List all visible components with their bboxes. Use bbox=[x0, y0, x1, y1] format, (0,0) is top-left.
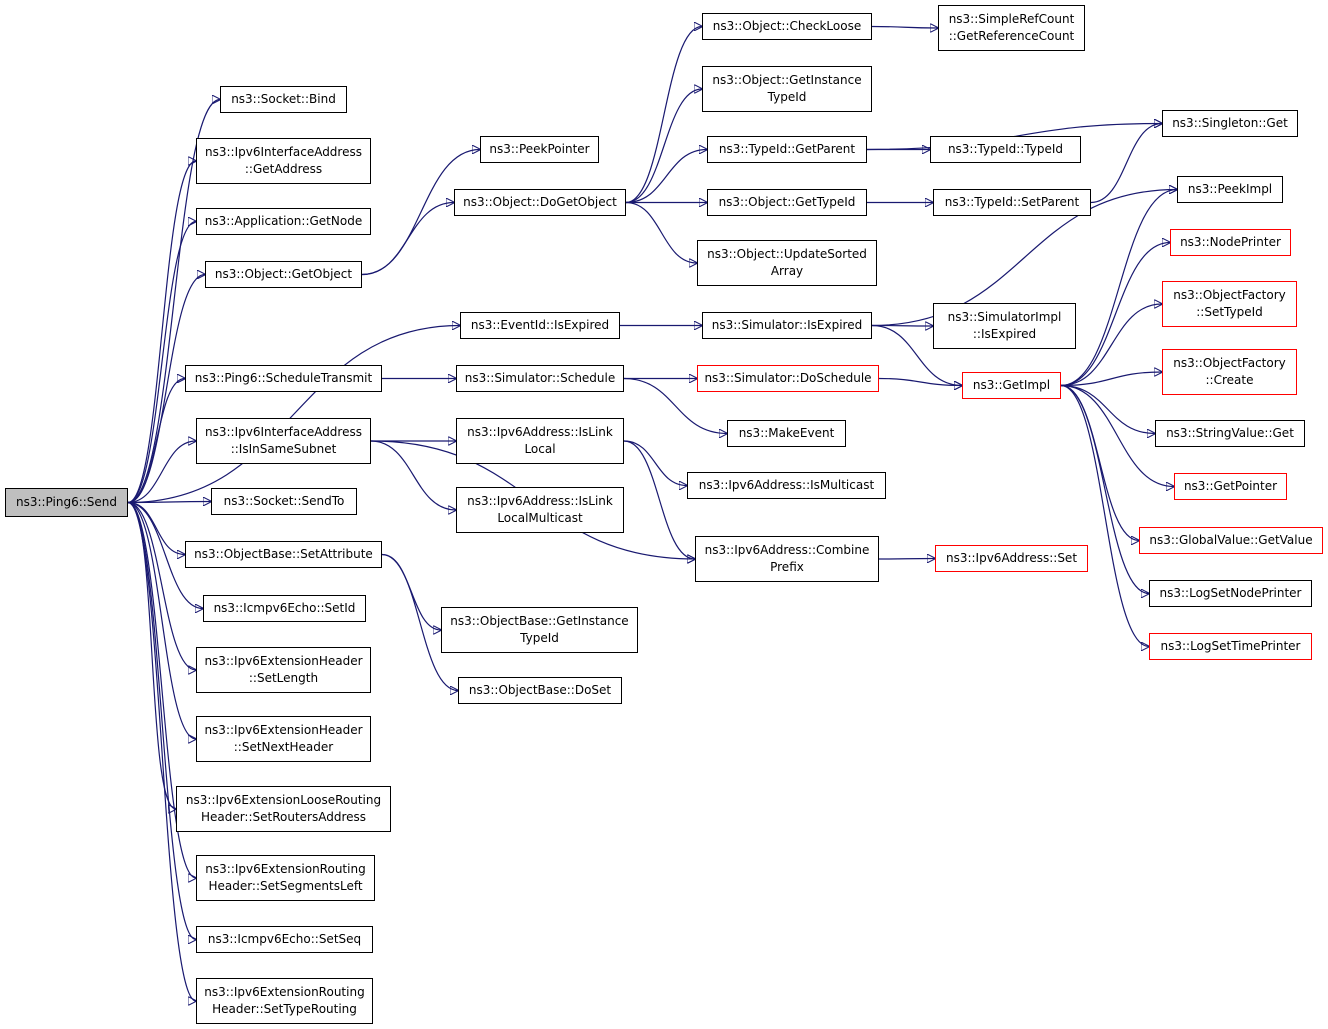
node-logsetnodeprinter[interactable]: ns3::LogSetNodePrinter bbox=[1149, 580, 1312, 607]
node-eventid-isexpired[interactable]: ns3::EventId::IsExpired bbox=[460, 312, 620, 339]
node-ipv6-extension-header-setnextheader[interactable]: ns3::Ipv6ExtensionHeader ::SetNextHeader bbox=[196, 716, 371, 762]
node-ping6-scheduletransmit[interactable]: ns3::Ping6::ScheduleTransmit bbox=[185, 365, 382, 392]
node-objectfactory-settypeid[interactable]: ns3::ObjectFactory ::SetTypeId bbox=[1162, 281, 1297, 327]
edge-typeid_setparent-to-singleton_get bbox=[1090, 124, 1162, 204]
node-typeid-getparent[interactable]: ns3::TypeId::GetParent bbox=[707, 136, 867, 163]
edge-getimpl-to-of_create bbox=[1060, 372, 1162, 387]
node-simplerefcount-getreferencecount[interactable]: ns3::SimpleRefCount ::GetReferenceCount bbox=[938, 5, 1085, 51]
edge-send-to-ext_setlength bbox=[127, 501, 196, 671]
edge-send-to-ext_setnextheader bbox=[127, 501, 196, 740]
node-application-getnode[interactable]: ns3::Application::GetNode bbox=[196, 208, 371, 235]
node-objectbase-doset[interactable]: ns3::ObjectBase::DoSet bbox=[458, 677, 622, 704]
edge-send-to-bind bbox=[127, 100, 220, 504]
edge-getimpl-to-logsettimeprinter bbox=[1060, 384, 1149, 647]
edge-getobject-to-dogetobject bbox=[361, 203, 454, 276]
node-globalvalue-getvalue[interactable]: ns3::GlobalValue::GetValue bbox=[1139, 527, 1323, 554]
node-ping6-send[interactable]: ns3::Ping6::Send bbox=[5, 488, 128, 517]
edge-getimpl-to-logsetnodeprinter bbox=[1060, 384, 1149, 594]
node-objectbase-getinstancetypeid[interactable]: ns3::ObjectBase::GetInstance TypeId bbox=[441, 607, 638, 653]
node-loose-routing-header-setroutersaddress[interactable]: ns3::Ipv6ExtensionLooseRouting Header::S… bbox=[176, 786, 391, 832]
edge-send-to-echo_setseq bbox=[127, 501, 196, 940]
node-objectfactory-create[interactable]: ns3::ObjectFactory ::Create bbox=[1162, 349, 1297, 395]
node-typeid-setparent[interactable]: ns3::TypeId::SetParent bbox=[933, 189, 1091, 216]
node-object-gettypeid[interactable]: ns3::Object::GetTypeId bbox=[707, 189, 867, 216]
node-stringvalue-get[interactable]: ns3::StringValue::Get bbox=[1155, 420, 1305, 447]
node-object-dogetobject[interactable]: ns3::Object::DoGetObject bbox=[454, 189, 626, 216]
node-object-getinstancetypeid[interactable]: ns3::Object::GetInstance TypeId bbox=[702, 66, 872, 112]
edge-send-to-scheduletransmit bbox=[127, 379, 185, 504]
node-logsettimeprinter[interactable]: ns3::LogSetTimePrinter bbox=[1149, 633, 1312, 660]
node-makeevent[interactable]: ns3::MakeEvent bbox=[727, 420, 846, 447]
node-ipv6-interface-address-getaddress[interactable]: ns3::Ipv6InterfaceAddress ::GetAddress bbox=[196, 138, 371, 184]
node-routing-header-setsegmentsleft[interactable]: ns3::Ipv6ExtensionRouting Header::SetSeg… bbox=[196, 855, 375, 901]
node-ipv6address-islinklocal[interactable]: ns3::Ipv6Address::IsLink Local bbox=[456, 418, 624, 464]
node-simulator-schedule[interactable]: ns3::Simulator::Schedule bbox=[456, 365, 624, 392]
edge-dogetobject-to-updatesortedarray bbox=[625, 201, 697, 264]
edge-dogetobject-to-obj_getinstancetypeid bbox=[625, 89, 702, 204]
edge-isinsamesubnet-to-islinklocalmulticast bbox=[370, 440, 456, 510]
edge-combineprefix-to-ipv6addr_set bbox=[878, 559, 935, 560]
node-typeid-typeid[interactable]: ns3::TypeId::TypeId bbox=[930, 136, 1081, 163]
node-ipv6-extension-header-setlength[interactable]: ns3::Ipv6ExtensionHeader ::SetLength bbox=[196, 647, 371, 693]
edge-sim_doschedule-to-getimpl bbox=[878, 377, 962, 386]
edge-getimpl-to-nodeprinter bbox=[1060, 243, 1170, 387]
node-peekimpl[interactable]: ns3::PeekImpl bbox=[1177, 176, 1283, 203]
edge-islinklocal-to-ismulticast bbox=[623, 440, 687, 486]
node-getimpl[interactable]: ns3::GetImpl bbox=[962, 372, 1061, 399]
edge-send-to-routing_setsegmentsleft bbox=[127, 501, 196, 879]
edge-send-to-sendto bbox=[127, 502, 211, 503]
edge-setattribute-to-ob_doset bbox=[381, 553, 458, 691]
node-ipv6address-ismulticast[interactable]: ns3::Ipv6Address::IsMulticast bbox=[687, 472, 886, 499]
node-object-updatesortedarray[interactable]: ns3::Object::UpdateSorted Array bbox=[697, 240, 877, 286]
edge-dogetobject-to-typeid_getparent bbox=[625, 150, 707, 204]
edge-send-to-setattribute bbox=[127, 501, 185, 555]
edge-send-to-routing_settyperouting bbox=[127, 501, 196, 1002]
edge-getimpl-to-getpointer bbox=[1060, 384, 1174, 487]
edge-checkloose-to-getreferencecount bbox=[871, 27, 938, 29]
node-object-getobject[interactable]: ns3::Object::GetObject bbox=[205, 261, 362, 288]
edge-getimpl-to-peekimpl bbox=[1060, 190, 1177, 387]
node-icmpv6echo-setseq[interactable]: ns3::Icmpv6Echo::SetSeq bbox=[196, 926, 373, 953]
node-socket-bind[interactable]: ns3::Socket::Bind bbox=[220, 86, 347, 113]
node-singleton-get[interactable]: ns3::Singleton::Get bbox=[1162, 110, 1298, 137]
node-object-checkloose[interactable]: ns3::Object::CheckLoose bbox=[702, 13, 872, 40]
node-routing-header-settyperouting[interactable]: ns3::Ipv6ExtensionRouting Header::SetTyp… bbox=[196, 978, 373, 1024]
node-ipv6address-islinklocalmulticast[interactable]: ns3::Ipv6Address::IsLink LocalMulticast bbox=[456, 487, 624, 533]
edge-send-to-isinsamesubnet bbox=[127, 441, 196, 504]
edge-dogetobject-to-checkloose bbox=[625, 27, 702, 204]
edge-send-to-getnode bbox=[127, 222, 196, 504]
edge-send-to-ifaddr_getaddress bbox=[127, 161, 196, 504]
node-objectbase-setattribute[interactable]: ns3::ObjectBase::SetAttribute bbox=[185, 541, 382, 568]
edge-send-to-eventid_isexpired bbox=[127, 326, 460, 504]
node-nodeprinter[interactable]: ns3::NodePrinter bbox=[1170, 229, 1291, 256]
node-ipv6address-combineprefix[interactable]: ns3::Ipv6Address::Combine Prefix bbox=[695, 536, 879, 582]
edge-islinklocal-to-combineprefix bbox=[623, 440, 695, 559]
node-ipv6-interface-address-isinsamesubnet[interactable]: ns3::Ipv6InterfaceAddress ::IsInSameSubn… bbox=[196, 418, 371, 464]
node-socket-sendto[interactable]: ns3::Socket::SendTo bbox=[211, 488, 357, 515]
node-simulator-isexpired[interactable]: ns3::Simulator::IsExpired bbox=[702, 312, 872, 339]
node-simulatorimpl-isexpired[interactable]: ns3::SimulatorImpl ::IsExpired bbox=[933, 303, 1076, 349]
edge-getimpl-to-of_settypeid bbox=[1060, 304, 1162, 387]
edge-send-to-echo_setid bbox=[127, 501, 203, 609]
edge-sim_isexpired-to-peekimpl bbox=[871, 190, 1177, 327]
edge-sim_schedule-to-makeevent bbox=[623, 377, 727, 434]
node-simulator-doschedule[interactable]: ns3::Simulator::DoSchedule bbox=[697, 365, 879, 392]
edge-sim_isexpired-to-getimpl bbox=[871, 324, 962, 386]
node-ipv6address-set[interactable]: ns3::Ipv6Address::Set bbox=[935, 545, 1088, 572]
node-peekpointer[interactable]: ns3::PeekPointer bbox=[480, 136, 599, 163]
node-icmpv6echo-setid[interactable]: ns3::Icmpv6Echo::SetId bbox=[203, 595, 366, 622]
node-getpointer[interactable]: ns3::GetPointer bbox=[1174, 473, 1287, 500]
